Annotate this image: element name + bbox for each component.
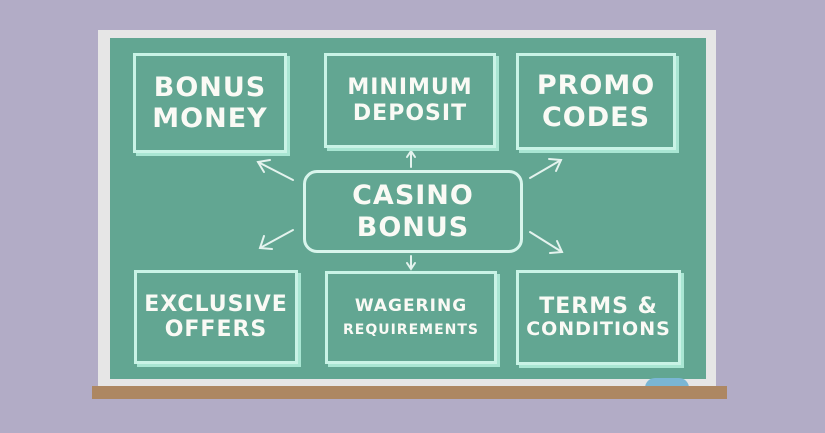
node-minimum-deposit: MINIMUM DEPOSIT xyxy=(324,53,496,148)
arrow-to-exclusive-offers xyxy=(259,229,294,249)
chalkboard xyxy=(110,38,706,379)
node-line: CODES xyxy=(541,101,651,133)
node-line: WAGERING xyxy=(354,295,468,316)
node-line: PROMO xyxy=(536,70,656,102)
node-line: MINIMUM xyxy=(347,75,473,101)
node-line: CONDITIONS xyxy=(526,318,671,341)
eraser xyxy=(645,378,689,388)
node-line: TERMS & xyxy=(539,293,658,319)
node-terms-conditions: TERMS & CONDITIONS xyxy=(516,270,681,365)
center-line: CASINO xyxy=(352,180,474,212)
node-line: REQUIREMENTS xyxy=(342,322,479,339)
chalk-ledge xyxy=(92,386,727,399)
arrow-to-bonus-money xyxy=(257,161,294,181)
node-line: BONUS xyxy=(153,71,267,103)
arrow-to-promo-codes xyxy=(529,159,562,179)
node-line: EXCLUSIVE xyxy=(144,291,288,317)
node-wagering-requirements: WAGERING REQUIREMENTS xyxy=(325,271,497,364)
node-line: OFFERS xyxy=(164,317,268,342)
node-casino-bonus: CASINO BONUS xyxy=(303,170,523,253)
node-promo-codes: PROMO CODES xyxy=(516,53,676,150)
arrow-to-terms xyxy=(529,231,563,253)
center-line: BONUS xyxy=(356,211,470,243)
node-exclusive-offers: EXCLUSIVE OFFERS xyxy=(134,270,298,364)
node-line: DEPOSIT xyxy=(352,100,468,126)
node-bonus-money: BONUS MONEY xyxy=(133,53,287,153)
node-line: MONEY xyxy=(152,103,268,134)
